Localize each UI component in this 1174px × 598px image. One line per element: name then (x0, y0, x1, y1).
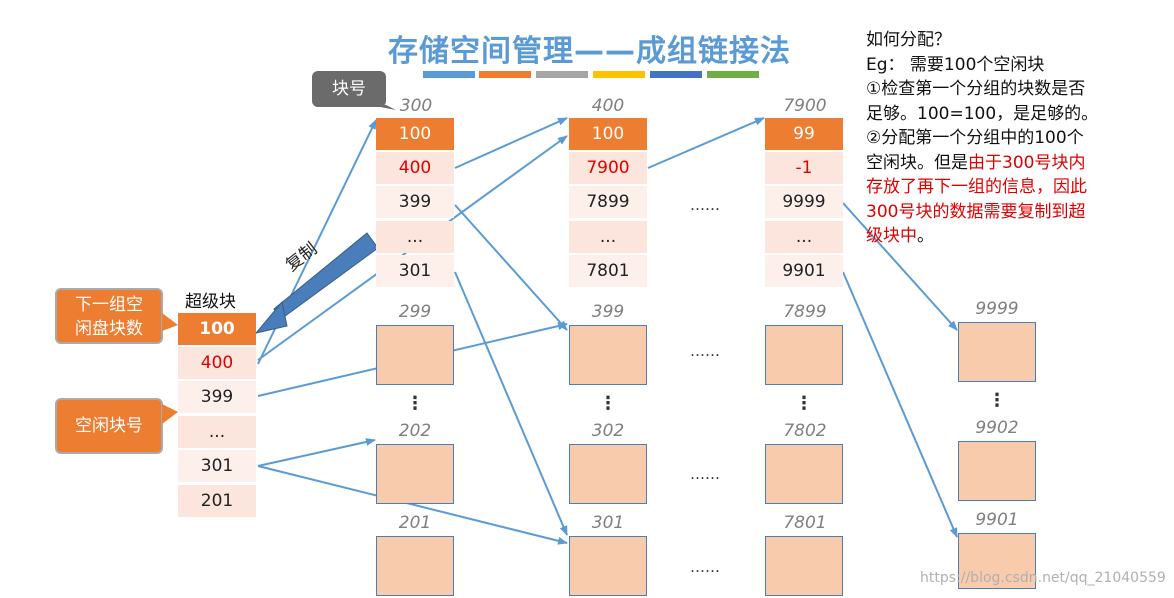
superblock-cell-free: 301 (178, 450, 256, 482)
free-block-box (765, 325, 843, 385)
vertical-ellipsis: ⋮ (795, 393, 813, 414)
group300-cell-free: 399 (376, 186, 454, 218)
arrow-g300-399-to-399 (454, 204, 568, 331)
explanation-step2b-red: 由于300号块内 (968, 152, 1086, 173)
superblock-cell-count: 100 (178, 313, 256, 345)
ellipsis: …… (690, 465, 720, 483)
free-block-box (958, 441, 1036, 501)
color-bar-4 (593, 71, 645, 78)
color-bar-2 (479, 71, 531, 78)
box-label: 7802 (783, 421, 827, 441)
box-label: 201 (398, 513, 432, 533)
group400-cell-next: 7900 (569, 152, 647, 184)
box-label: 9901 (975, 510, 1019, 530)
explanation-step2d: 300号块的数据需要复制到超 (866, 201, 1086, 222)
free-block-label: 空闲块号 (75, 416, 143, 436)
box-label: 7899 (783, 302, 827, 322)
next-group-line2: 闲盘块数 (75, 319, 143, 339)
color-bar-5 (650, 71, 702, 78)
arrow-g7900-9999-to-9999 (842, 202, 958, 331)
superblock-cell-free: 201 (178, 485, 256, 517)
superblock-cell-ellipsis: ... (178, 416, 256, 448)
box-label: 399 (591, 302, 625, 322)
group400-cell-ellipsis: ... (569, 221, 647, 253)
group7900-cell-free: 9901 (765, 255, 843, 287)
arrow-g300-301-to-301 (454, 271, 568, 536)
superblock-cell-free: 399 (178, 381, 256, 413)
ellipsis: …… (690, 196, 720, 214)
explanation-text: 如何分配？ Eg： 需要100个空闲块 ①检查第一个分组的块数是否 足够。100… (866, 28, 1166, 249)
group400-cell-count: 100 (569, 118, 647, 150)
explanation-step1a: ①检查第一个分组的块数是否 (866, 79, 1086, 99)
group300-cell-ellipsis: ... (376, 221, 454, 253)
free-block-box (958, 533, 1036, 589)
free-block-box (765, 536, 843, 596)
group300-cell-count: 100 (376, 118, 454, 150)
explanation-step2b-black: 空闲块。但是 (866, 152, 968, 173)
box-label: 9999 (975, 299, 1019, 319)
vertical-ellipsis: ⋮ (988, 390, 1006, 411)
color-bar-6 (707, 71, 759, 78)
group7900-cell-ellipsis: ... (765, 221, 843, 253)
explanation-step2e: 级块中。 (866, 224, 1166, 249)
group300-cell-next: 400 (376, 152, 454, 184)
free-block-box (376, 444, 454, 504)
box-label: 202 (398, 421, 432, 441)
arrow-g400-7900-to-7900 (647, 117, 765, 169)
explanation-step2e-black: 。 (917, 226, 934, 246)
block-no-callout: 块号 (312, 71, 386, 107)
copy-arrow (254, 232, 379, 334)
free-block-box (569, 444, 647, 504)
arrow-sb301-to-202 (257, 438, 376, 467)
superblock-label: 超级块 (185, 292, 236, 312)
explanation-question: 如何分配？ (866, 30, 951, 50)
free-block-box (569, 325, 647, 385)
explanation-eg: Eg： 需要100个空闲块 (866, 54, 1045, 75)
group-label-400: 400 (591, 96, 625, 116)
group7900-cell-next: -1 (765, 152, 843, 184)
free-block-box (376, 325, 454, 385)
watermark: https://blog.csdn.net/qq_21040559 (920, 570, 1166, 586)
superblock-cell-next: 400 (178, 347, 256, 379)
next-group-callout: 下一组空 闲盘块数 (55, 288, 163, 344)
explanation-step1b: 足够。100=100，是足够的。 (866, 103, 1099, 124)
group-label-300: 300 (399, 96, 433, 116)
vertical-ellipsis: ⋮ (599, 393, 617, 414)
color-bar-3 (536, 71, 588, 78)
free-block-box (376, 536, 454, 596)
block-no-label: 块号 (332, 79, 366, 99)
box-label: 299 (398, 302, 432, 322)
ellipsis: …… (690, 342, 720, 360)
explanation-step2b: 空闲块。但是由于300号块内 (866, 151, 1166, 176)
group7900-cell-free: 9999 (765, 186, 843, 218)
arrow-sb301-to-301 (257, 465, 568, 545)
vertical-ellipsis: ⋮ (406, 393, 424, 414)
group-label-7900: 7900 (783, 96, 827, 116)
free-block-box (569, 536, 647, 596)
color-bar-1 (423, 71, 475, 78)
free-block-box (958, 322, 1036, 382)
box-label: 302 (591, 421, 625, 441)
page-title: 存储空间管理——成组链接法 (388, 34, 791, 69)
box-label: 9902 (975, 418, 1019, 438)
explanation-step2e-red: 级块中 (866, 226, 917, 246)
explanation-step2a: ②分配第一个分组中的100个 (866, 128, 1084, 148)
box-label: 301 (591, 513, 625, 533)
free-block-callout: 空闲块号 (55, 398, 163, 454)
arrow-g300-400-to-400 (454, 117, 568, 169)
group7900-cell-count: 99 (765, 118, 843, 150)
arrow-g7900-9901-to-9901 (842, 271, 958, 538)
box-label: 7801 (783, 513, 827, 533)
ellipsis: …… (690, 558, 720, 576)
group300-cell-free: 301 (376, 255, 454, 287)
explanation-step2c: 存放了再下一组的信息，因此 (866, 177, 1087, 197)
next-group-line1: 下一组空 (75, 295, 143, 315)
group400-cell-free: 7801 (569, 255, 647, 287)
free-block-box (765, 444, 843, 504)
group400-cell-free: 7899 (569, 186, 647, 218)
